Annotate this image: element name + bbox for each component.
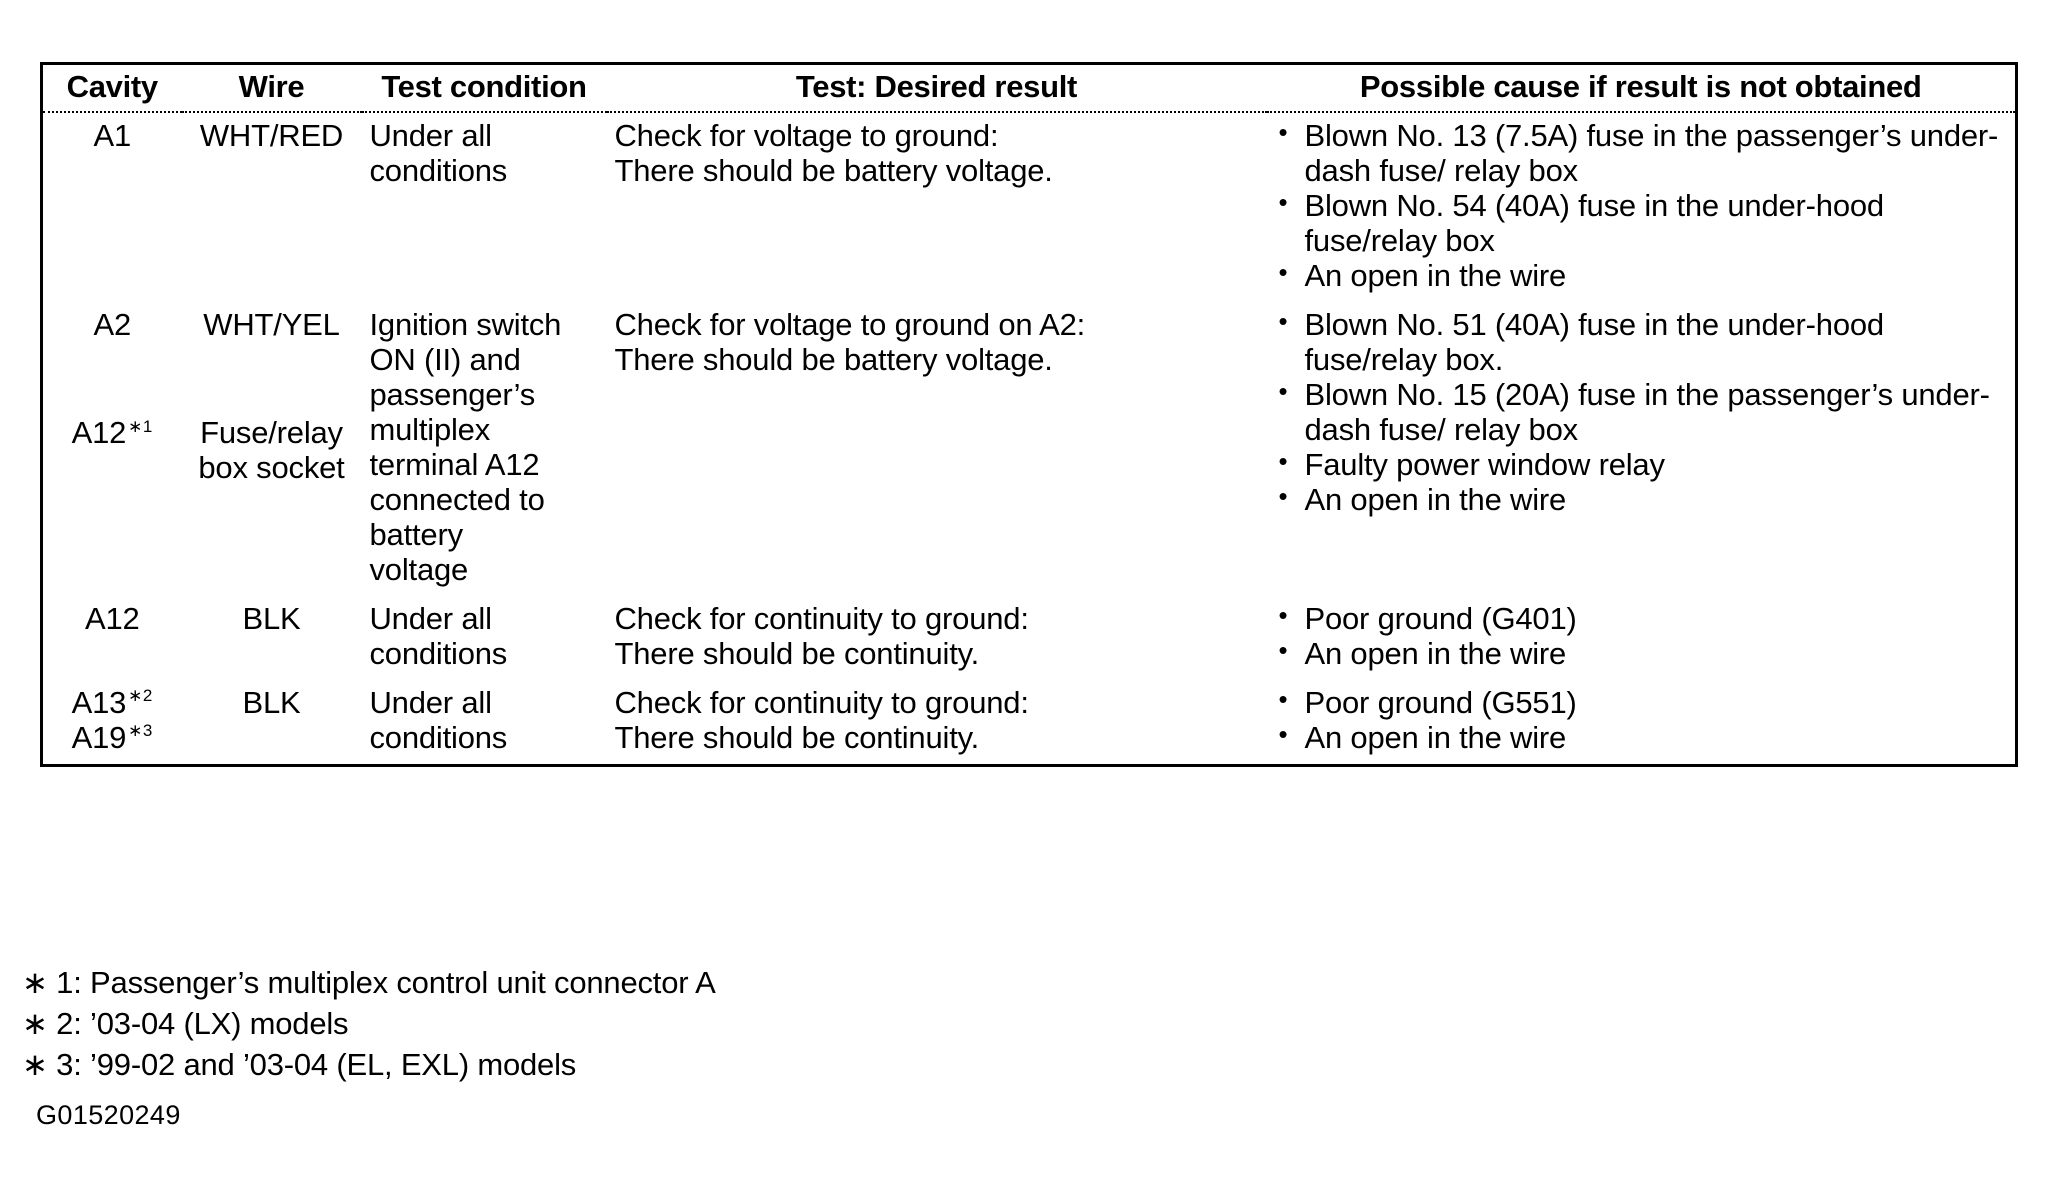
result-line: There should be battery voltage. xyxy=(614,152,1053,188)
result-line: Check for continuity to ground: xyxy=(614,600,1029,636)
cause-item: Blown No. 51 (40A) fuse in the under-hoo… xyxy=(1275,306,2008,377)
condition-line: Under all xyxy=(369,117,492,153)
condition-line: connected to xyxy=(369,481,545,517)
footnote-1: ∗ 1: Passenger’s multiplex control unit … xyxy=(22,965,716,1000)
footnote-marker: ∗1 xyxy=(128,416,153,436)
footnotes-block: ∗ 1: Passenger’s multiplex control unit … xyxy=(22,962,1622,1086)
cell-test-desired-result: Check for continuity to ground: There sh… xyxy=(607,596,1267,680)
condition-line: terminal A12 xyxy=(369,446,540,482)
result-line: There should be battery voltage. xyxy=(614,341,1053,377)
footnote-marker: ∗2 xyxy=(128,686,153,706)
table-row: A12 BLK Under all conditions xyxy=(42,596,2017,680)
column-header-test-condition: Test condition xyxy=(361,63,607,113)
cause-item: An open in the wire xyxy=(1275,635,2008,671)
cell-cavity: A1 xyxy=(42,112,182,302)
cause-item: Blown No. 15 (20A) fuse in the passenger… xyxy=(1275,376,2008,447)
cavity-id: A12 xyxy=(84,600,140,636)
cause-item: Poor ground (G551) xyxy=(1275,684,2008,720)
result-line: Check for voltage to ground on A2: xyxy=(614,306,1086,342)
condition-line: conditions xyxy=(369,719,508,755)
cause-item: Faulty power window relay xyxy=(1275,446,2008,482)
table-row: A13∗2 A19∗3 BLK Under all conditions xyxy=(42,680,2017,766)
cell-cavity: A12∗1 xyxy=(42,410,182,596)
cell-wire: WHT/RED xyxy=(182,112,362,302)
condition-line: multiplex xyxy=(369,411,491,447)
wire-line: box socket xyxy=(198,449,345,485)
cell-test-desired-result: Check for voltage to ground on A2: There… xyxy=(607,302,1267,596)
table-row: A1 WHT/RED Under all conditions xyxy=(42,112,2017,302)
wire-color: BLK xyxy=(242,684,301,720)
cell-wire: WHT/YEL xyxy=(182,302,362,410)
condition-line: ON (II) and xyxy=(369,341,521,377)
cause-list: Poor ground (G551) An open in the wire xyxy=(1275,684,2008,755)
connector-test-table: Cavity Wire Test condition Test: Desired… xyxy=(40,62,2018,767)
footnote-marker: ∗3 xyxy=(128,721,153,741)
condition-line: voltage xyxy=(369,551,469,587)
cause-item: An open in the wire xyxy=(1275,481,2008,517)
figure-code: G01520249 xyxy=(36,1100,181,1130)
result-line: There should be continuity. xyxy=(614,635,980,671)
cell-cavity: A13∗2 A19∗3 xyxy=(42,680,182,766)
condition-line: conditions xyxy=(369,635,508,671)
cell-test-condition: Ignition switch ON (II) and passenger’s … xyxy=(362,302,607,596)
cause-list: Blown No. 51 (40A) fuse in the under-hoo… xyxy=(1275,306,2008,517)
cell-test-condition: Under all conditions xyxy=(362,112,607,302)
cell-possible-cause: Blown No. 13 (7.5A) fuse in the passenge… xyxy=(1267,112,2017,302)
result-line: Check for voltage to ground: xyxy=(614,117,999,153)
cause-item: Blown No. 13 (7.5A) fuse in the passenge… xyxy=(1275,117,2008,188)
condition-line: battery xyxy=(369,516,464,552)
cell-possible-cause: Poor ground (G551) An open in the wire xyxy=(1267,680,2017,766)
table-header: Cavity Wire Test condition Test: Desired… xyxy=(41,63,2017,113)
condition-line: Under all xyxy=(369,600,492,636)
condition-line: passenger’s xyxy=(369,376,536,412)
cause-item: An open in the wire xyxy=(1275,257,2008,293)
cell-test-desired-result: Check for voltage to ground: There shoul… xyxy=(607,112,1267,302)
column-header-cavity: Cavity xyxy=(41,63,182,113)
column-header-test-desired-result: Test: Desired result xyxy=(606,63,1267,113)
table-header-row: Cavity Wire Test condition Test: Desired… xyxy=(41,63,2017,113)
cell-test-desired-result: Check for continuity to ground: There sh… xyxy=(607,680,1267,766)
table-row: A2 WHT/YEL Ignition switch ON (II) and p… xyxy=(42,302,2017,587)
condition-line: conditions xyxy=(369,152,508,188)
cell-wire: BLK xyxy=(182,680,362,766)
cell-wire: BLK xyxy=(182,596,362,680)
condition-line: Ignition switch xyxy=(369,306,562,342)
wire-color: WHT/RED xyxy=(199,117,344,153)
cause-item: Blown No. 54 (40A) fuse in the under-hoo… xyxy=(1275,187,2008,258)
cavity-id: A12 xyxy=(71,414,127,450)
cause-item: Poor ground (G401) xyxy=(1275,600,2008,636)
cause-list: Blown No. 13 (7.5A) fuse in the passenge… xyxy=(1275,117,2008,293)
table-body: A1 WHT/RED Under all conditions xyxy=(42,112,2017,766)
condition-line: Under all xyxy=(369,684,492,720)
cause-list: Poor ground (G401) An open in the wire xyxy=(1275,600,2008,671)
cell-cavity: A2 xyxy=(42,302,182,410)
table-row: A12∗1 Fuse/relay box socket xyxy=(42,410,2017,596)
result-line: Check for continuity to ground: xyxy=(614,684,1029,720)
footnote-2: ∗ 2: ’03-04 (LX) models xyxy=(22,1006,349,1042)
cell-cavity: A12 xyxy=(42,596,182,680)
cell-possible-cause: Poor ground (G401) An open in the wire xyxy=(1267,596,2017,680)
result-line: There should be continuity. xyxy=(614,719,980,755)
cause-item: An open in the wire xyxy=(1275,719,2008,755)
cavity-id: A13 xyxy=(71,684,127,720)
column-header-possible-cause: Possible cause if result is not obtained xyxy=(1266,63,2017,113)
wire-color: BLK xyxy=(242,600,301,636)
footnote-3: ∗ 3: ’99-02 and ’03-04 (EL, EXL) models xyxy=(22,1047,577,1083)
wire-line: Fuse/relay xyxy=(200,414,343,450)
connector-test-table-container: Cavity Wire Test condition Test: Desired… xyxy=(40,62,2018,767)
cell-wire: Fuse/relay box socket xyxy=(182,410,362,596)
cell-test-condition: Under all conditions xyxy=(362,680,607,766)
cell-possible-cause: Blown No. 51 (40A) fuse in the under-hoo… xyxy=(1267,302,2017,596)
cell-test-condition: Under all conditions xyxy=(362,596,607,680)
cavity-id: A2 xyxy=(93,306,132,342)
column-header-wire: Wire xyxy=(181,63,362,113)
cavity-id: A1 xyxy=(93,117,132,153)
cavity-id-secondary: A19 xyxy=(71,719,127,755)
wire-color: WHT/YEL xyxy=(203,306,340,342)
